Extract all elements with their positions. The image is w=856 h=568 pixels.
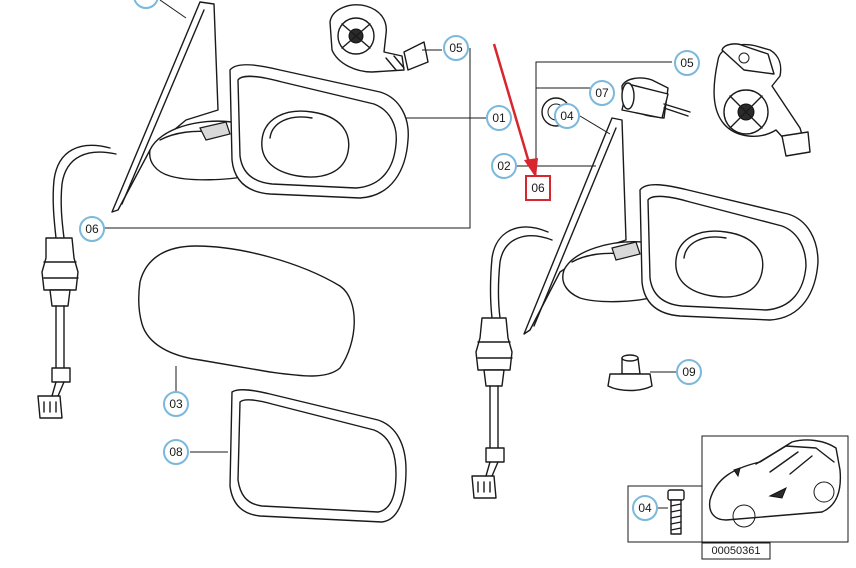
right-wiring-harness bbox=[471, 226, 553, 499]
svg-text:09: 09 bbox=[682, 365, 696, 379]
svg-text:04: 04 bbox=[139, 0, 153, 3]
svg-text:07: 07 bbox=[595, 86, 609, 100]
right-mirror-motor bbox=[713, 43, 811, 157]
callout-06-left[interactable]: 06 bbox=[79, 216, 105, 242]
callout-05-right[interactable]: 05 bbox=[674, 50, 700, 76]
svg-text:04: 04 bbox=[560, 109, 574, 123]
right-mirror-assembly bbox=[523, 117, 819, 335]
svg-text:06: 06 bbox=[85, 222, 99, 236]
highlight-arrow bbox=[492, 43, 538, 178]
left-mirror-motor bbox=[329, 4, 429, 73]
leader-lines bbox=[104, 0, 676, 509]
svg-text:03: 03 bbox=[169, 397, 183, 411]
callout-06-highlighted[interactable]: 06 bbox=[525, 175, 551, 201]
callout-07[interactable]: 07 bbox=[589, 80, 615, 106]
svg-text:01: 01 bbox=[492, 111, 506, 125]
callout-09[interactable]: 09 bbox=[676, 359, 702, 385]
mirror-frame-08 bbox=[229, 389, 407, 523]
bolt-icon bbox=[667, 489, 685, 535]
mirror-glass-03 bbox=[137, 245, 355, 377]
callout-08[interactable]: 08 bbox=[163, 439, 189, 465]
callout-04-inset[interactable]: 04 bbox=[632, 495, 658, 521]
callout-04-top[interactable]: 04 bbox=[133, 0, 159, 9]
svg-text:04: 04 bbox=[638, 501, 652, 515]
svg-text:06: 06 bbox=[531, 181, 545, 195]
callout-05-left[interactable]: 05 bbox=[443, 35, 469, 61]
mirror-motor-icon bbox=[621, 77, 691, 119]
svg-text:08: 08 bbox=[169, 445, 183, 459]
svg-text:05: 05 bbox=[449, 41, 463, 55]
car-inset-icon bbox=[708, 439, 842, 528]
left-wiring-harness bbox=[37, 144, 117, 419]
car-inset: 00050361 bbox=[627, 435, 849, 560]
svg-text:05: 05 bbox=[680, 56, 694, 70]
callout-04-right[interactable]: 04 bbox=[554, 103, 580, 129]
svg-text:02: 02 bbox=[497, 159, 511, 173]
callout-02[interactable]: 02 bbox=[491, 153, 517, 179]
callout-03[interactable]: 03 bbox=[163, 391, 189, 417]
reference-number: 00050361 bbox=[712, 545, 761, 557]
left-mirror-assembly bbox=[111, 1, 409, 213]
callout-01[interactable]: 01 bbox=[486, 105, 512, 131]
part-09-grommet bbox=[607, 354, 653, 392]
